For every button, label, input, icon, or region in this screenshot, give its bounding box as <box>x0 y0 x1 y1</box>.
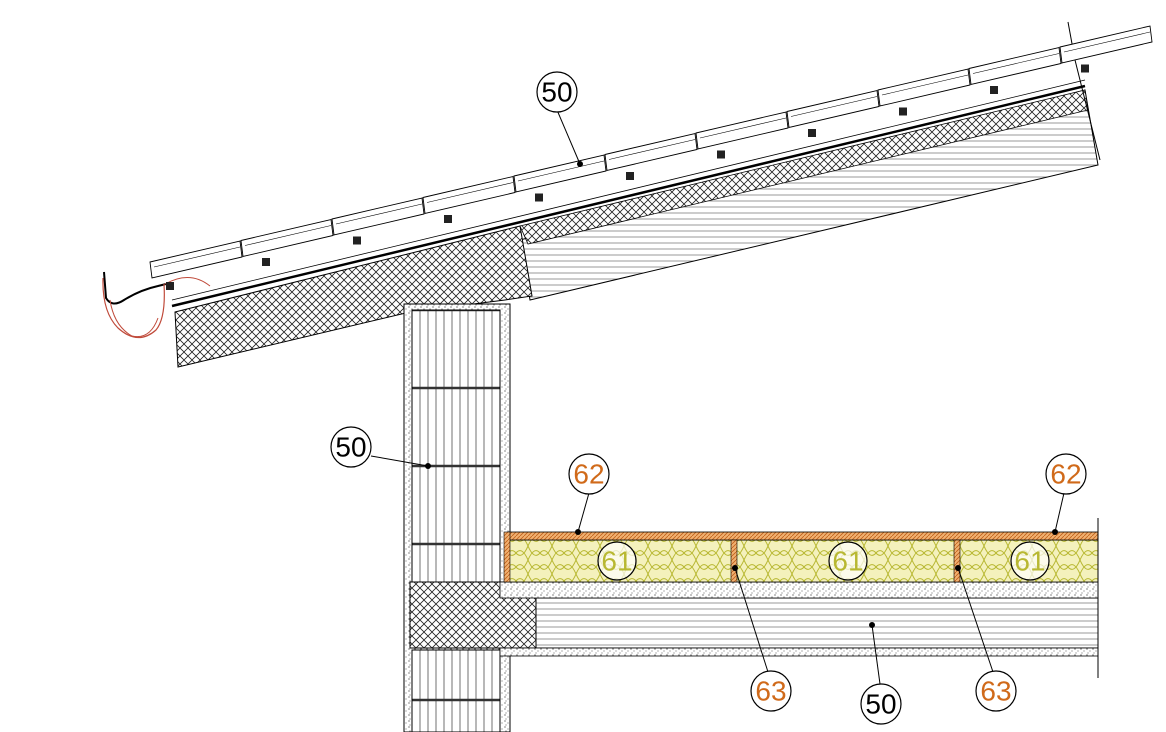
callout-label: 50 <box>865 689 896 720</box>
joist-2 <box>953 539 961 583</box>
roof-tile-edge <box>517 160 605 182</box>
counter-batten-line <box>171 79 1086 301</box>
batten <box>626 172 634 180</box>
roof-tile <box>786 89 880 129</box>
roof-tile <box>331 197 425 236</box>
roof-tile-edge <box>426 182 514 203</box>
callout-membrane-right: 62 <box>1045 453 1087 535</box>
roof-membrane <box>171 84 1086 308</box>
roof-tiles <box>149 25 1153 279</box>
roof-tile <box>968 46 1062 86</box>
callout-wall: 50 <box>330 426 431 469</box>
callout-joist-left: 63 <box>732 565 792 712</box>
batten <box>717 150 725 159</box>
roof-tile-edge <box>699 117 787 139</box>
roof-tile-edge <box>881 74 969 96</box>
callout-label: 62 <box>573 459 604 490</box>
callout-joist-right: 63 <box>955 565 1017 712</box>
roof-tile <box>877 68 971 107</box>
roof-tile-edge <box>153 246 241 268</box>
roof-tile <box>604 132 698 172</box>
brick-wall <box>403 303 511 732</box>
batten <box>262 258 270 266</box>
roof-tile-edge <box>335 203 423 225</box>
callout-label: 62 <box>1050 459 1081 490</box>
callout-label: 50 <box>541 77 572 108</box>
roof-tile-edge <box>1063 31 1151 53</box>
roof-tile <box>240 218 334 258</box>
callout-label: 50 <box>335 432 366 463</box>
roof-tile <box>1059 25 1153 64</box>
callout-insulation-3: 61 <box>1010 541 1050 581</box>
batten <box>444 215 452 223</box>
roof-battens <box>262 64 1089 266</box>
callout-slab: 50 <box>860 622 902 725</box>
joist-1 <box>730 539 738 583</box>
callout-label: 63 <box>980 676 1011 707</box>
floor-slab <box>535 597 1099 649</box>
batten <box>808 129 816 137</box>
callout-insulation-2: 61 <box>828 541 868 581</box>
roof-tile <box>422 175 516 215</box>
insulation-layer <box>507 539 1099 583</box>
roof-tile-edge <box>972 53 1060 74</box>
batten <box>990 86 998 94</box>
edge-joist <box>503 531 511 583</box>
roof-tile-edge <box>244 225 332 246</box>
roof-tile-edge <box>790 96 878 117</box>
screed-layer <box>499 581 1099 599</box>
batten <box>535 193 543 202</box>
batten <box>899 107 907 116</box>
ceiling-plaster <box>499 647 1099 657</box>
roof-tile <box>513 154 607 193</box>
top-board <box>507 531 1099 541</box>
floor-assembly <box>409 518 1099 678</box>
callout-label: 63 <box>755 676 786 707</box>
batten <box>353 236 361 245</box>
callout-membrane-left: 62 <box>568 453 610 535</box>
callout-insulation-1: 61 <box>597 541 637 581</box>
callout-label: 61 <box>832 546 863 577</box>
callout-label: 61 <box>1014 546 1045 577</box>
roof-tile-edge <box>608 139 696 160</box>
callout-label: 61 <box>601 546 632 577</box>
roof-assembly <box>102 21 1153 368</box>
gutter <box>102 271 211 339</box>
roof-tile <box>695 111 789 150</box>
roof-tile <box>149 240 243 279</box>
callout-roof-tiles: 50 <box>536 71 583 167</box>
batten <box>1081 64 1089 73</box>
